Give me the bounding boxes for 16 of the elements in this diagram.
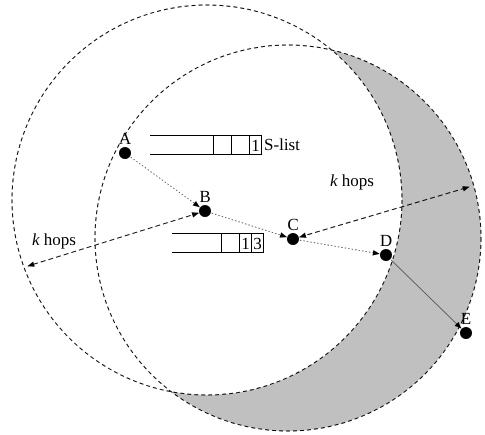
node-label: E bbox=[460, 311, 472, 327]
arrow bbox=[27, 212, 199, 267]
edge-label: k hops bbox=[32, 231, 76, 249]
arrow bbox=[130, 156, 200, 208]
node-label: D bbox=[380, 233, 392, 249]
node-label: C bbox=[287, 217, 299, 233]
arrow bbox=[300, 240, 380, 256]
arrow bbox=[299, 186, 470, 238]
arrow bbox=[211, 212, 287, 238]
arrow bbox=[390, 259, 462, 329]
queue-slot: 1 bbox=[249, 135, 262, 155]
list-label: S-list bbox=[264, 136, 300, 154]
queue-slot: 1 bbox=[239, 233, 252, 253]
edge-label: k hops bbox=[330, 172, 374, 190]
node-label: B bbox=[199, 189, 211, 205]
queue-slot: 3 bbox=[251, 233, 264, 253]
